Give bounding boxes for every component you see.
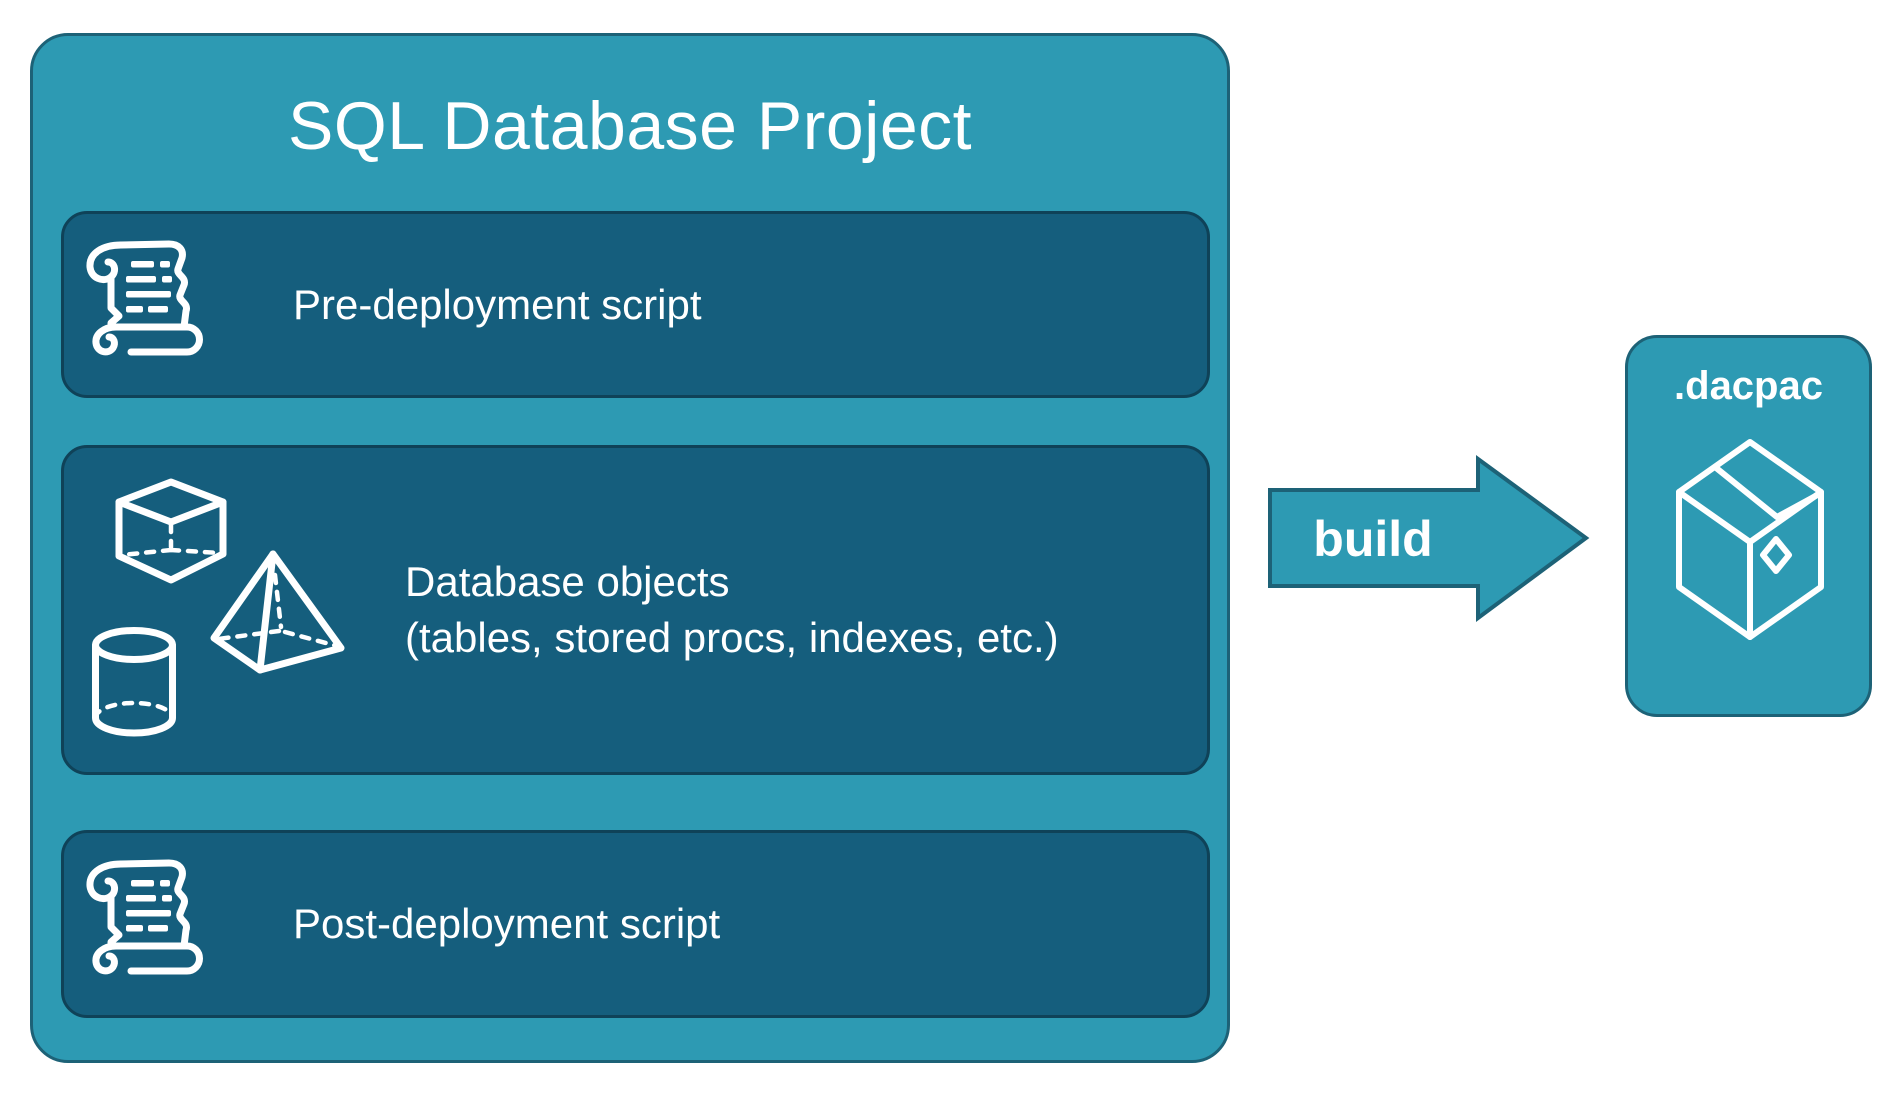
pyramid-icon xyxy=(210,550,345,674)
scroll-text-lines xyxy=(126,261,172,313)
database-objects-label-line2: (tables, stored procs, indexes, etc.) xyxy=(405,614,1059,661)
scroll-icon xyxy=(86,859,203,975)
pre-deployment-label: Pre-deployment script xyxy=(293,280,702,328)
project-title: SQL Database Project xyxy=(287,88,973,164)
build-arrow-label: build xyxy=(1313,510,1433,567)
database-objects-label-line1: Database objects xyxy=(405,558,730,605)
package-icon xyxy=(1676,439,1824,640)
panel-post-deployment: Post-deployment script xyxy=(61,830,1210,1018)
scroll-icon xyxy=(86,240,203,356)
panel-pre-deployment: Pre-deployment script xyxy=(61,211,1210,398)
cylinder-icon xyxy=(92,627,176,737)
dacpac-box: .dacpac xyxy=(1625,335,1872,717)
arrow-right-icon xyxy=(1268,455,1590,622)
post-deployment-label: Post-deployment script xyxy=(293,900,721,947)
panel-database-objects: Database objects (tables, stored procs, … xyxy=(61,445,1210,775)
sql-database-project-box: SQL Database Project Pre-deployment scri… xyxy=(30,33,1230,1063)
build-arrow: build xyxy=(1268,455,1590,622)
database-objects-label: Database objects (tables, stored procs, … xyxy=(405,554,1059,666)
dacpac-label: .dacpac xyxy=(1674,364,1823,408)
cube-icon xyxy=(115,478,227,584)
scroll-text-lines xyxy=(126,880,172,932)
